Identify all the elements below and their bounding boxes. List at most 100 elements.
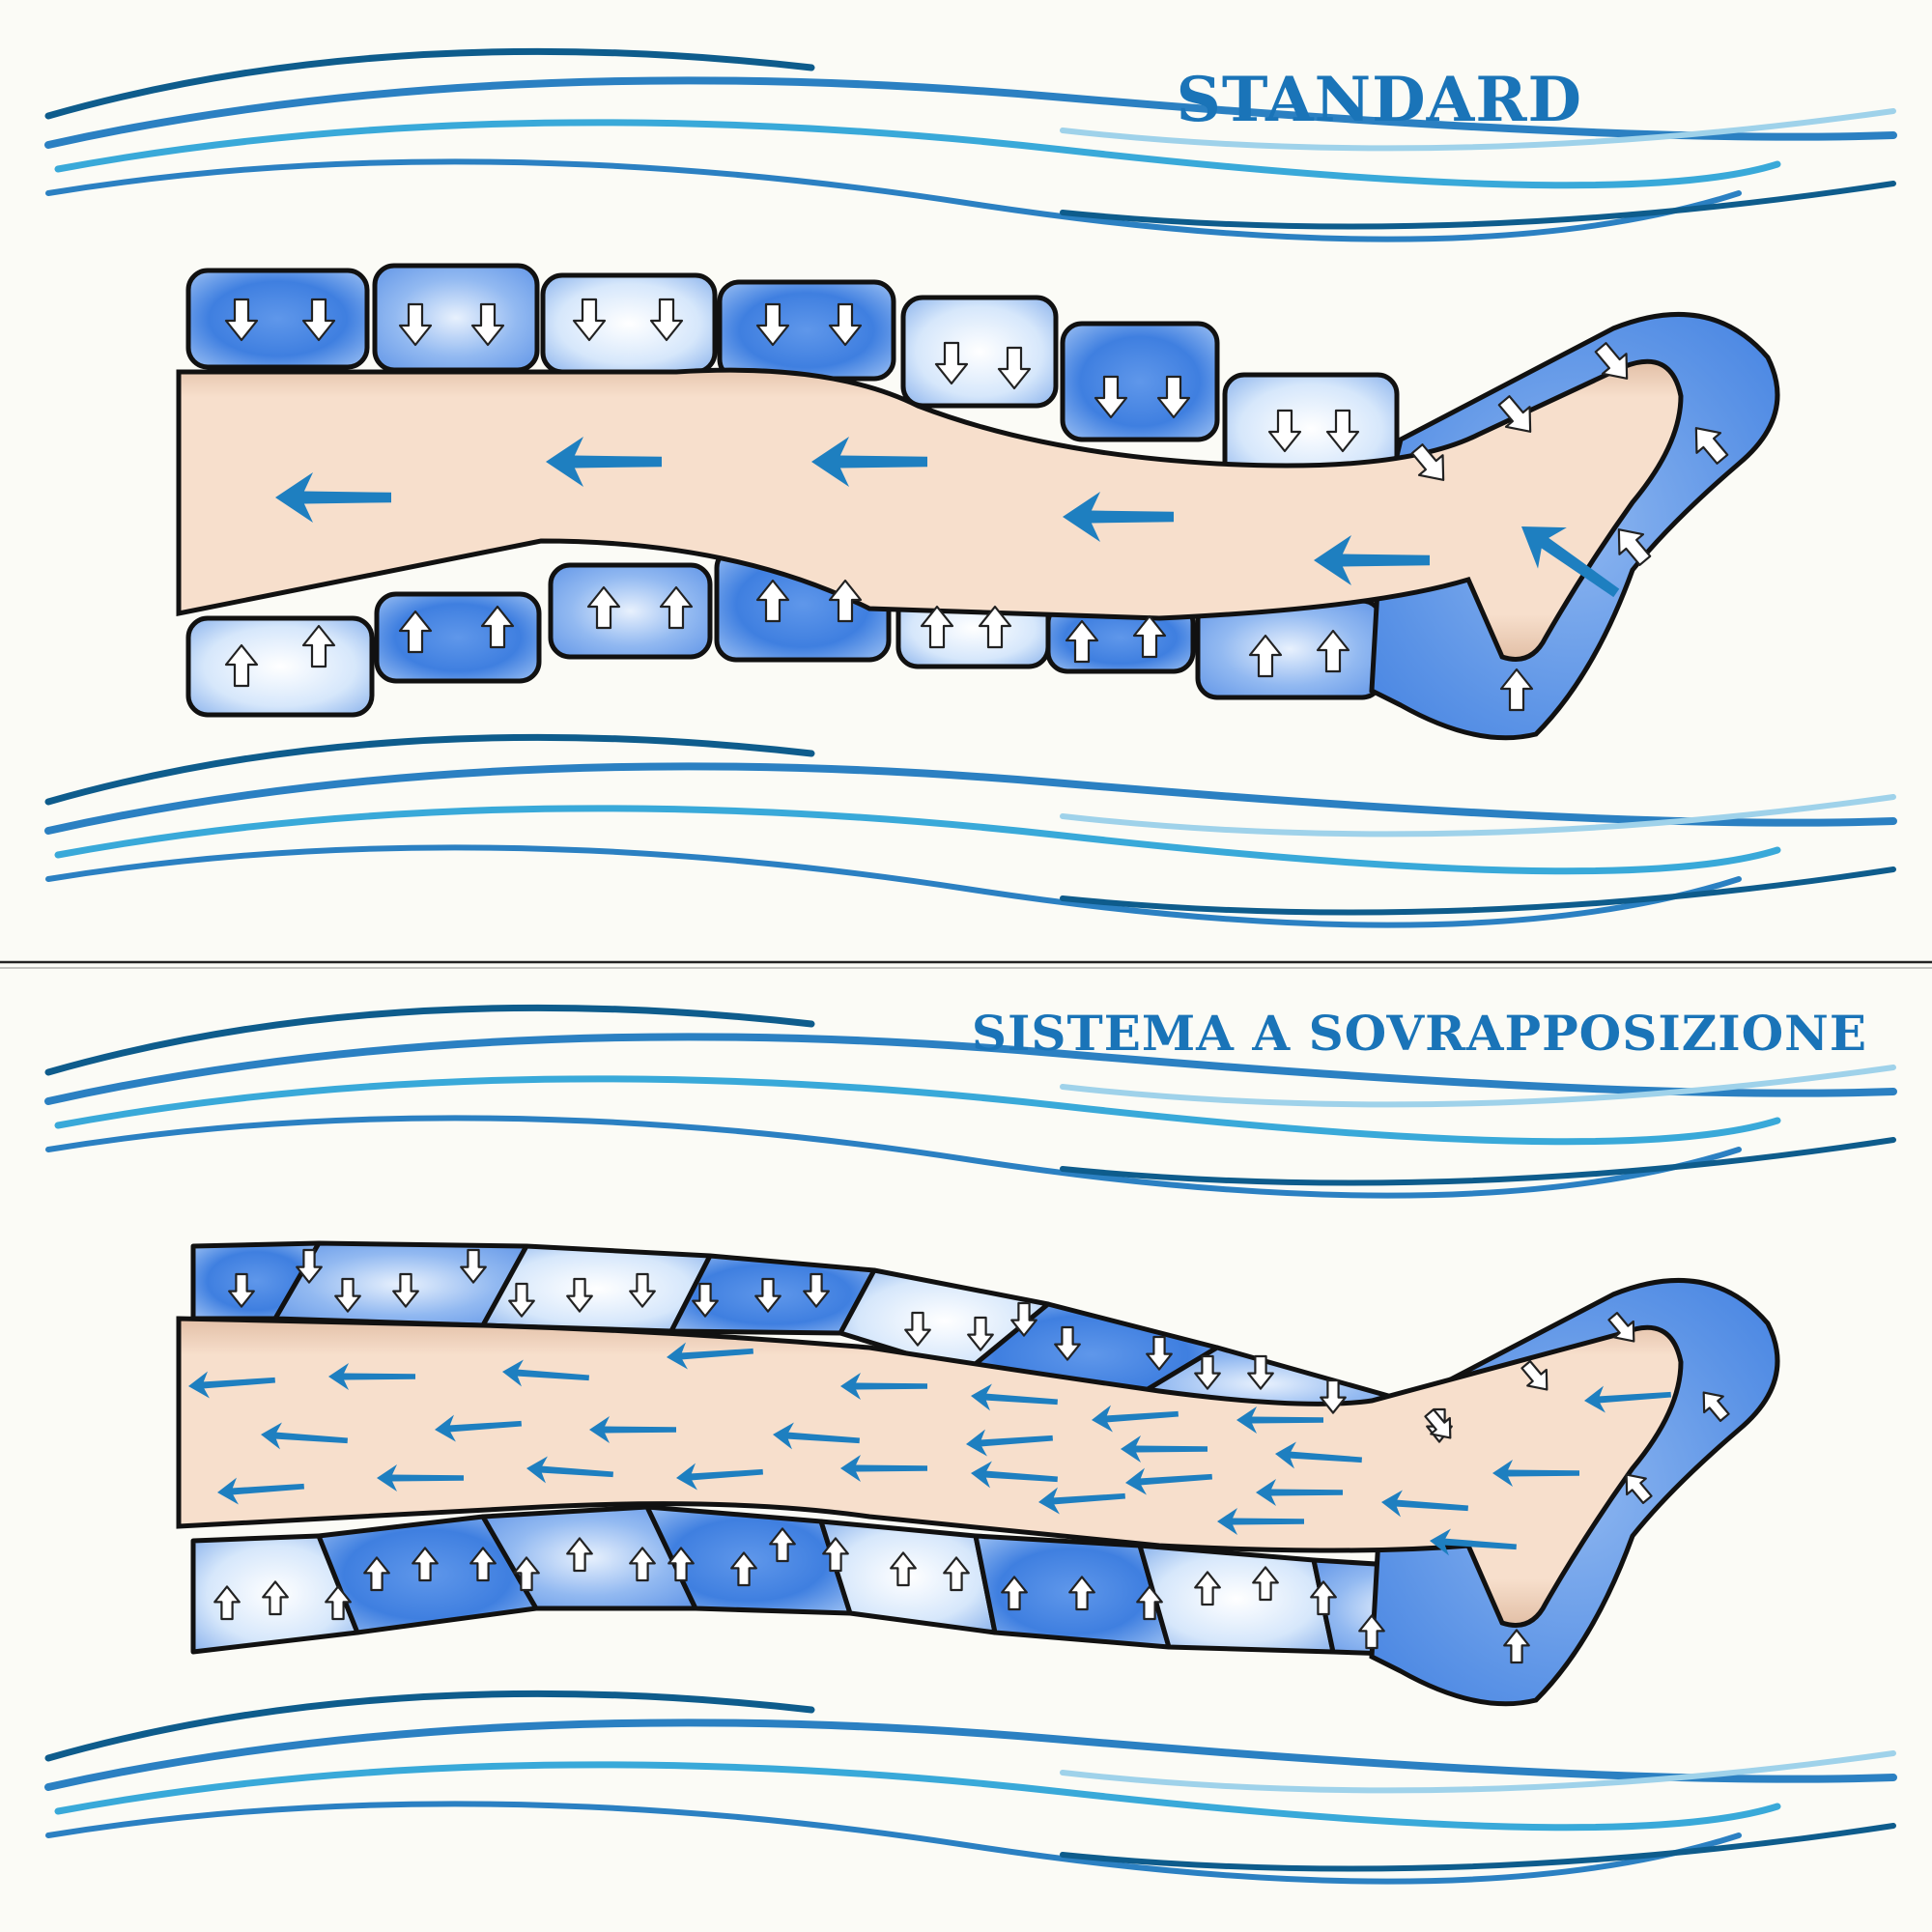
flow-arrow-icon xyxy=(1236,1406,1323,1434)
wave-line xyxy=(45,1801,1742,1885)
pressure-arrow-icon xyxy=(566,1537,593,1573)
pressure-arrow-icon xyxy=(920,605,954,649)
overlapping-leg xyxy=(176,1316,1684,1628)
pressure-arrow-icon xyxy=(301,298,336,342)
pressure-arrow-icon xyxy=(1267,409,1302,453)
flow-arrow-icon xyxy=(1275,1441,1362,1469)
decorative-waves xyxy=(44,47,1897,1885)
flow-arrow-icon xyxy=(217,1477,304,1505)
pressure-arrow-icon xyxy=(1325,409,1360,453)
pressure-arrow-icon xyxy=(730,1551,757,1587)
top-chamber xyxy=(717,279,896,382)
pressure-arrow-icon xyxy=(629,1272,656,1308)
flow-arrow-icon xyxy=(546,437,662,487)
pressure-arrow-icon xyxy=(967,1316,994,1351)
leg-shape xyxy=(176,358,1684,662)
pressure-arrow-icon xyxy=(1617,528,1652,566)
pressure-arrow-icon xyxy=(668,1547,695,1582)
pressure-arrow-icon xyxy=(213,1585,241,1621)
overlap-bottom-chamber xyxy=(1137,1543,1336,1655)
overlapping-system-illustration xyxy=(176,1240,1780,1707)
wave-line xyxy=(45,844,1742,928)
pressure-arrow-icon xyxy=(1499,668,1534,712)
pressure-arrow-icon xyxy=(1252,1566,1279,1602)
pressure-arrow-icon xyxy=(1594,342,1629,380)
pressure-arrow-icon xyxy=(904,1311,931,1347)
flow-arrow-icon xyxy=(773,1422,860,1450)
pressure-arrow-icon xyxy=(572,298,607,342)
standard-system-illustration xyxy=(176,263,1780,741)
wave-line xyxy=(54,119,1781,189)
bottom-chamber xyxy=(185,615,375,718)
wave-line xyxy=(1060,108,1896,152)
pressure-arrow-icon xyxy=(890,1551,917,1587)
flow-arrow-icon xyxy=(811,437,927,487)
flow-arrow-icon xyxy=(1584,1385,1671,1413)
flow-arrow-icon xyxy=(1256,1479,1343,1506)
pressure-arrow-icon xyxy=(398,610,433,654)
standard-title: STANDARD xyxy=(1176,64,1582,136)
wave-line xyxy=(45,1115,1742,1199)
wave-line xyxy=(54,1075,1781,1146)
pressure-arrow-icon xyxy=(325,1585,352,1621)
wave-line xyxy=(44,47,815,120)
pressure-arrow-icon xyxy=(629,1547,656,1582)
pressure-arrow-icon xyxy=(228,1272,255,1308)
bottom-chamber xyxy=(548,562,713,660)
top-chamber xyxy=(900,295,1059,409)
wave-line xyxy=(54,1761,1781,1832)
pressure-arrow-icon xyxy=(470,302,505,347)
flow-arrow-icon xyxy=(377,1464,464,1492)
pressure-arrow-icon xyxy=(1194,1571,1221,1606)
flow-arrow-icon xyxy=(188,1371,275,1399)
flow-arrow-icon xyxy=(1063,492,1174,542)
pressure-arrow-icon xyxy=(392,1272,419,1308)
pressure-arrow-icon xyxy=(262,1580,289,1616)
overlapping-pressure-arrows xyxy=(213,1248,1730,1664)
flow-arrow-icon xyxy=(502,1359,589,1387)
pressure-arrow-icon xyxy=(943,1556,970,1592)
pressure-arrow-icon xyxy=(1247,1354,1274,1390)
flow-arrow-icon xyxy=(1038,1487,1125,1515)
pressure-arrow-icon xyxy=(1001,1576,1028,1611)
standard-pressure-arrows xyxy=(224,298,1729,712)
pressure-arrow-icon xyxy=(224,643,259,688)
wave-line xyxy=(1060,1065,1896,1108)
pressure-arrow-icon xyxy=(1094,375,1128,419)
pressure-arrow-icon xyxy=(1146,1335,1173,1371)
pressure-arrow-icon xyxy=(513,1556,540,1592)
pressure-arrow-icon xyxy=(334,1277,361,1313)
pressure-arrow-icon xyxy=(649,298,684,342)
pressure-arrow-icon xyxy=(754,1277,781,1313)
pressure-arrow-icon xyxy=(755,579,790,623)
top-chamber xyxy=(540,272,718,375)
flow-arrow-icon xyxy=(526,1456,613,1484)
pressure-arrow-icon xyxy=(1410,443,1445,481)
pressure-arrow-icon xyxy=(1316,629,1350,673)
pressure-arrow-icon xyxy=(1497,395,1532,433)
flow-arrow-icon xyxy=(1314,535,1430,585)
pressure-arrow-icon xyxy=(828,302,863,347)
flow-arrow-icon xyxy=(261,1422,348,1450)
pressure-arrow-icon xyxy=(1054,1325,1081,1361)
standard-leg xyxy=(176,358,1684,662)
wave-line xyxy=(1060,181,1896,230)
wave-line xyxy=(1060,1823,1896,1872)
pressure-arrow-icon xyxy=(1694,427,1729,465)
pressure-arrow-icon xyxy=(755,302,790,347)
flow-arrow-icon xyxy=(1217,1508,1304,1535)
pressure-arrow-icon xyxy=(1132,614,1167,659)
flow-arrow-icon xyxy=(1492,1460,1579,1487)
flow-arrow-icon xyxy=(840,1455,927,1482)
pressure-arrow-icon xyxy=(1310,1580,1337,1616)
flow-arrow-icon xyxy=(667,1342,753,1370)
pressure-arrow-icon xyxy=(480,605,515,649)
pressure-arrow-icon xyxy=(363,1556,390,1592)
pressure-arrow-icon xyxy=(692,1282,719,1318)
flow-arrow-icon xyxy=(676,1463,763,1491)
pressure-arrow-icon xyxy=(997,346,1032,390)
overlapping-system-title: SISTEMA A SOVRAPPOSIZIONE xyxy=(971,1005,1867,1062)
pressure-arrow-icon xyxy=(828,579,863,623)
